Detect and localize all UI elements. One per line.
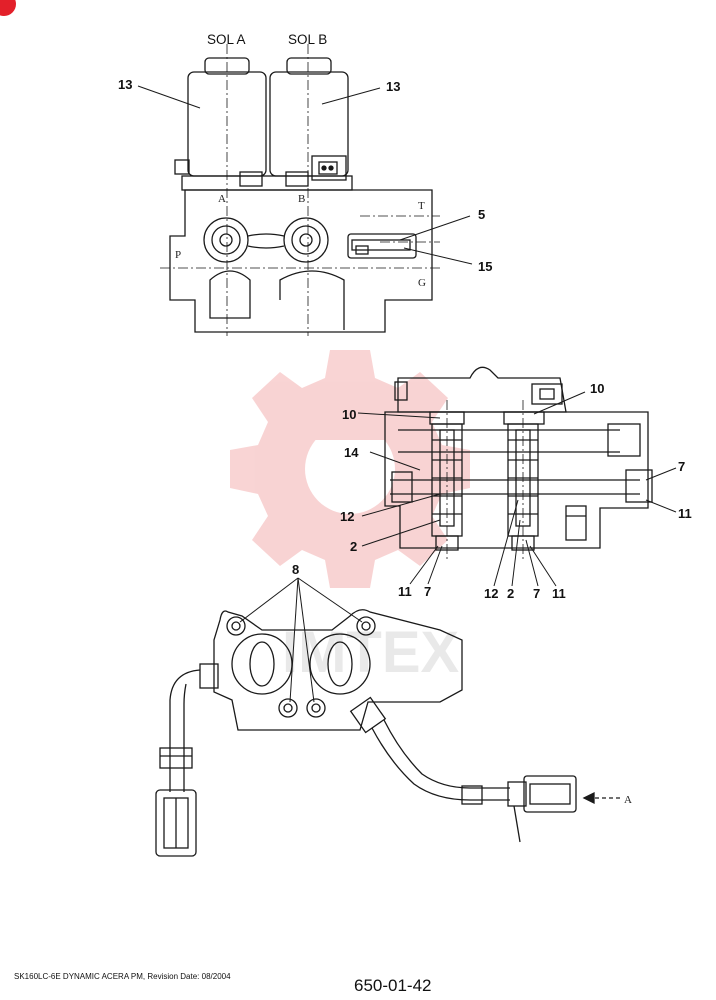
port-b-label: B bbox=[298, 193, 305, 205]
callout-11-bottom-left: 11 bbox=[398, 584, 412, 599]
callout-13-left: 13 bbox=[118, 77, 132, 92]
footer-page-number: 650-01-42 bbox=[354, 976, 432, 995]
callout-10-left: 10 bbox=[342, 407, 356, 422]
callout-7-bottom-left: 7 bbox=[424, 584, 431, 599]
callout-11-bottom-right: 11 bbox=[552, 586, 566, 601]
solenoid-b bbox=[269, 71, 349, 177]
callout-14: 14 bbox=[344, 445, 359, 460]
callout-7-bottom-right: 7 bbox=[533, 586, 540, 601]
port-p-label: P bbox=[175, 249, 181, 261]
callout-12-bottom-right: 12 bbox=[484, 586, 498, 601]
sol-b-label: SOL B bbox=[288, 32, 327, 47]
callout-7-right: 7 bbox=[678, 459, 685, 474]
callout-2-bottom-right: 2 bbox=[507, 586, 514, 601]
callout-12-left: 12 bbox=[340, 509, 354, 524]
watermark-logo bbox=[230, 350, 470, 588]
callout-5: 5 bbox=[478, 207, 485, 222]
port-t-label: T bbox=[418, 200, 425, 212]
section-view bbox=[357, 366, 677, 587]
callout-8: 8 bbox=[292, 562, 299, 577]
callout-15: 15 bbox=[478, 259, 492, 274]
view-arrow-label: A bbox=[624, 794, 632, 806]
corner-mark bbox=[0, 0, 16, 16]
callout-10-right: 10 bbox=[590, 381, 604, 396]
bottom-valve-harness bbox=[155, 577, 620, 857]
sol-a-label: SOL A bbox=[207, 32, 246, 47]
port-g-label: G bbox=[418, 277, 426, 289]
callout-2-left: 2 bbox=[350, 539, 357, 554]
port-a-label: A bbox=[218, 193, 226, 205]
top-valve-assembly bbox=[137, 44, 473, 336]
callout-11-right: 11 bbox=[678, 506, 692, 521]
callout-13-right: 13 bbox=[386, 79, 400, 94]
footer-model-text: SK160LC-6E DYNAMIC ACERA PM, Revision Da… bbox=[14, 972, 231, 981]
